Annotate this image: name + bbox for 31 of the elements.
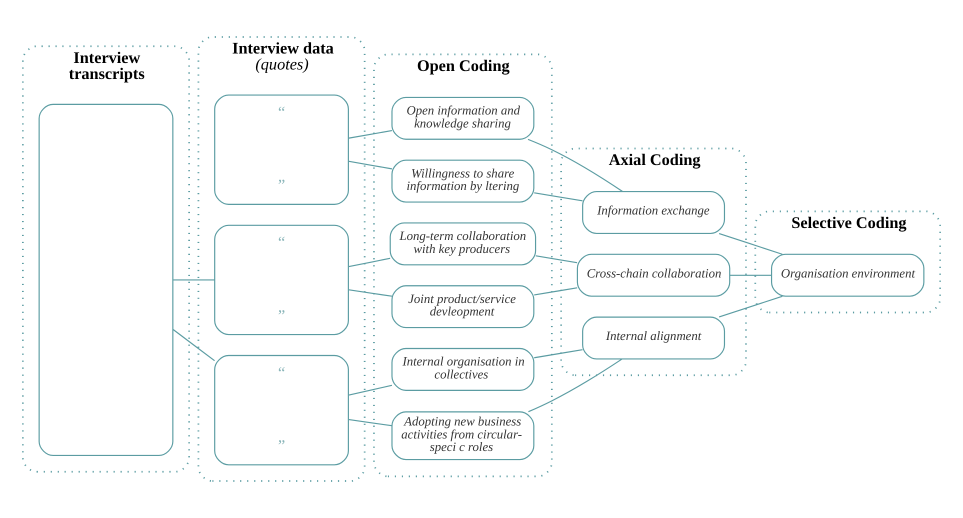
node-box bbox=[38, 104, 174, 456]
connector bbox=[730, 274, 772, 276]
connector bbox=[536, 255, 578, 264]
node-box: Adopting new business activities from circular-speci c roles bbox=[391, 411, 534, 460]
node-box: Open information and knowledge sharing bbox=[391, 96, 534, 140]
node-box: Internal alignment bbox=[582, 316, 726, 360]
cluster: Interview transcripts bbox=[22, 45, 190, 473]
connector bbox=[534, 192, 583, 202]
connector bbox=[348, 289, 392, 297]
node-box: “ ” bbox=[214, 354, 349, 466]
connector bbox=[348, 384, 392, 396]
node-box: Long-term collaboration with key producers bbox=[390, 222, 536, 266]
node-box: Cross-chain collaboration bbox=[576, 254, 730, 297]
connector bbox=[348, 130, 392, 139]
connector bbox=[528, 138, 623, 192]
node-box: Organisation environment bbox=[770, 254, 924, 297]
node-box: Internal organisation in collectives bbox=[391, 348, 534, 391]
connector bbox=[534, 287, 578, 296]
node-box: Information exchange bbox=[582, 190, 726, 234]
connector bbox=[348, 419, 392, 426]
node-box: “ ” bbox=[214, 94, 349, 205]
node-box: Joint product/service devleopment bbox=[391, 285, 534, 328]
connector bbox=[173, 279, 215, 280]
connector bbox=[534, 349, 583, 358]
connector bbox=[348, 160, 392, 170]
connector bbox=[718, 296, 782, 318]
node-box: “ ” bbox=[214, 224, 349, 336]
node-box: Willingness to share information by ltering bbox=[391, 160, 534, 203]
connector bbox=[172, 329, 215, 362]
connector bbox=[348, 258, 390, 268]
connector bbox=[718, 233, 782, 255]
